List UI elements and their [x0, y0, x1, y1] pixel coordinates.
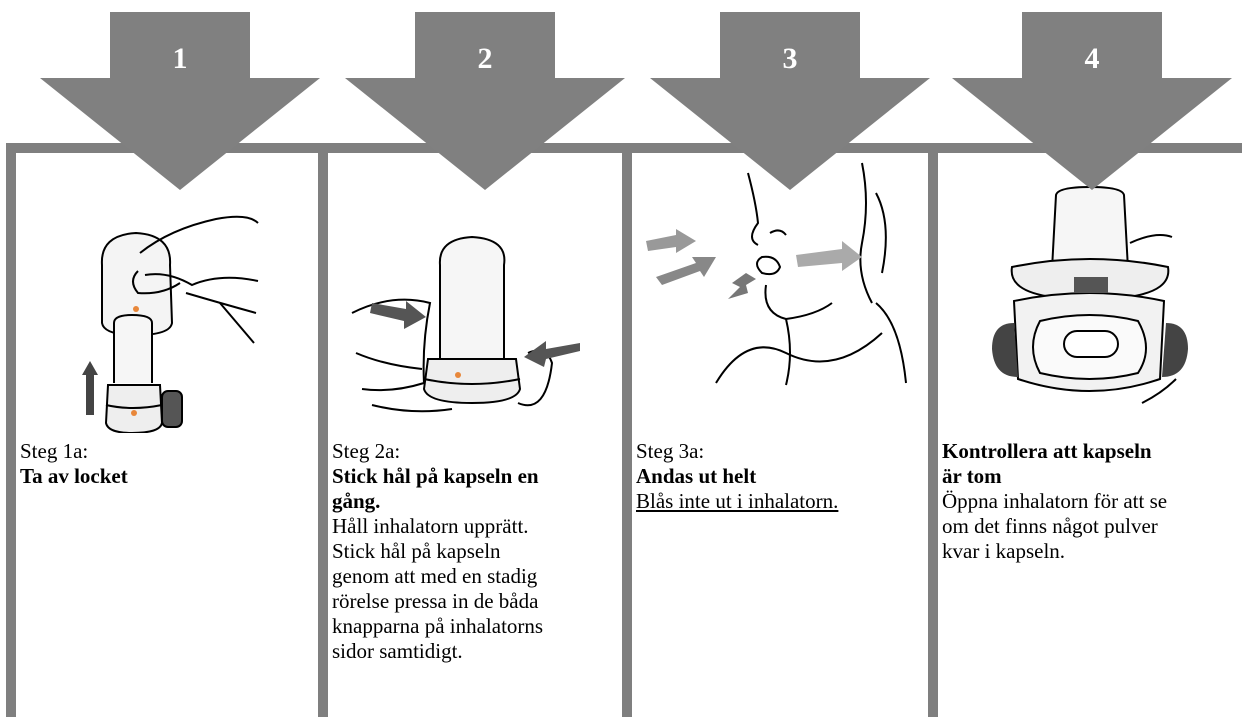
- step-instruction: knapparna på inhalatorns: [332, 614, 620, 639]
- step-arrow-4: 4: [952, 0, 1232, 190]
- step-arrow-2: 2: [345, 0, 625, 190]
- step-instruction: Håll inhalatorn upprätt.: [332, 514, 620, 539]
- step-title: Andas ut helt: [636, 464, 926, 489]
- grid-divider: [318, 143, 328, 717]
- step-instruction: kvar i kapseln.: [942, 539, 1240, 564]
- step-instruction: Öppna inhalatorn för att se: [942, 489, 1240, 514]
- check-capsule-illustration: [942, 153, 1240, 433]
- step-arrow-1: 1: [40, 0, 320, 190]
- step-warning: Blås inte ut i inhalatorn.: [636, 489, 926, 514]
- step-instruction: rörelse pressa in de båda: [332, 589, 620, 614]
- grid-divider: [6, 143, 16, 717]
- down-arrow-icon: [345, 0, 625, 190]
- step-title: Kontrollera att kapseln: [942, 439, 1240, 464]
- pierce-capsule-illustration: [332, 153, 620, 433]
- step-instruction: Stick hål på kapseln: [332, 539, 620, 564]
- step-text-3: Steg 3a: Andas ut helt Blås inte ut i in…: [636, 439, 926, 514]
- step-title: är tom: [942, 464, 1240, 489]
- step-number: 4: [1072, 42, 1112, 76]
- step-panel-3: Steg 3a: Andas ut helt Blås inte ut i in…: [636, 153, 926, 717]
- grid-divider: [928, 143, 938, 717]
- step-text-1: Steg 1a: Ta av locket: [20, 439, 316, 489]
- step-panel-4: Kontrollera att kapseln är tom Öppna inh…: [942, 153, 1240, 717]
- grid-divider: [622, 143, 632, 717]
- step-text-2: Steg 2a: Stick hål på kapseln en gång. H…: [332, 439, 620, 664]
- step-label: Steg 3a:: [636, 439, 926, 464]
- remove-cap-illustration: [20, 153, 316, 433]
- step-number: 1: [160, 42, 200, 76]
- down-arrow-icon: [952, 0, 1232, 190]
- step-title: gång.: [332, 489, 620, 514]
- step-instruction: genom att med en stadig: [332, 564, 620, 589]
- step-title: Ta av locket: [20, 464, 316, 489]
- step-panel-1: Steg 1a: Ta av locket: [20, 153, 316, 717]
- step-instruction: om det finns något pulver: [942, 514, 1240, 539]
- exhale-illustration: [636, 153, 926, 433]
- down-arrow-icon: [40, 0, 320, 190]
- step-number: 2: [465, 42, 505, 76]
- step-text-4: Kontrollera att kapseln är tom Öppna inh…: [942, 439, 1240, 564]
- step-title: Stick hål på kapseln en: [332, 464, 620, 489]
- step-instruction: sidor samtidigt.: [332, 639, 620, 664]
- step-number: 3: [770, 42, 810, 76]
- down-arrow-icon: [650, 0, 930, 190]
- step-label: Steg 2a:: [332, 439, 620, 464]
- step-label: Steg 1a:: [20, 439, 316, 464]
- step-arrow-3: 3: [650, 0, 930, 190]
- step-panel-2: Steg 2a: Stick hål på kapseln en gång. H…: [332, 153, 620, 717]
